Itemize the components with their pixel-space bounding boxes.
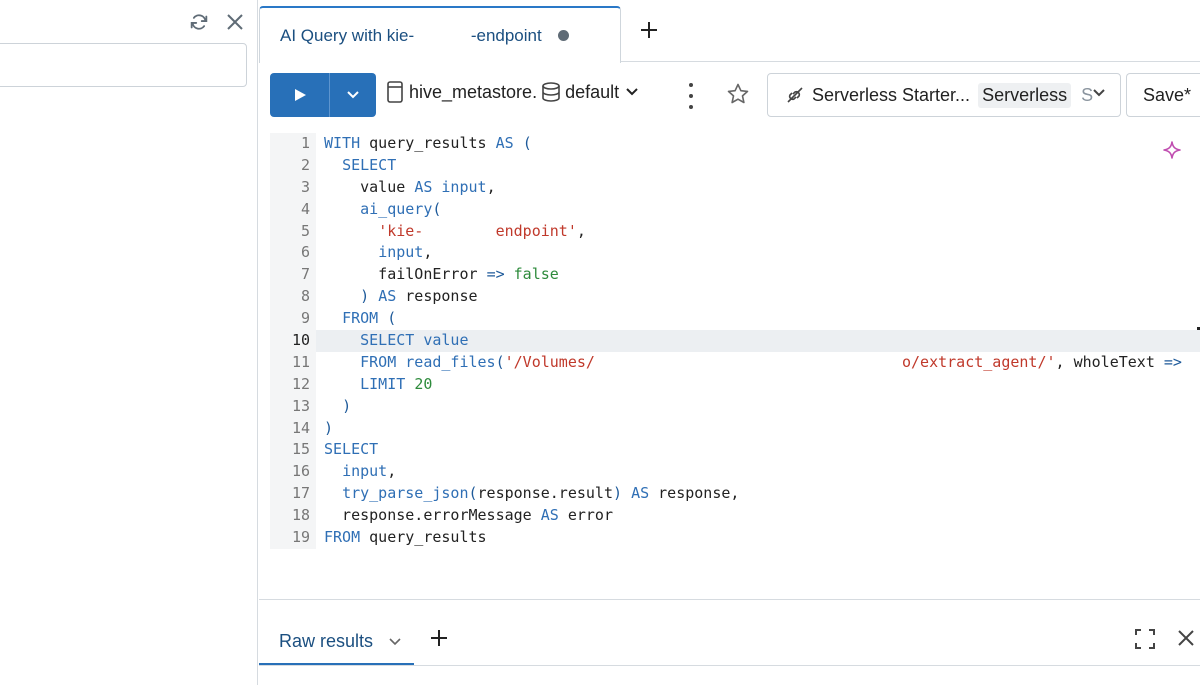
chevron-down-icon [389, 637, 401, 645]
code-line[interactable]: ai_query( [360, 199, 442, 218]
more-options-icon[interactable] [681, 83, 701, 109]
compute-name: Serverless Starter... [812, 84, 971, 105]
catalog-selector[interactable]: hive_metastore. default [387, 81, 639, 103]
code-line[interactable]: SELECT [342, 155, 397, 174]
database-icon [542, 82, 560, 102]
code-line[interactable]: ) [342, 396, 352, 415]
run-button-group [270, 73, 376, 117]
catalog-name: hive_metastore [409, 81, 533, 102]
line-number: 1 [300, 134, 310, 152]
code-line[interactable]: failOnError => false [324, 265, 559, 284]
results-panel: Raw results [259, 599, 1200, 685]
editor-toolbar: hive_metastore. default Serverless Start… [259, 63, 1200, 129]
line-number: 8 [300, 287, 310, 306]
line-number: 14 [291, 418, 310, 437]
compute-type-badge: Serverless [978, 82, 1072, 108]
chevron-down-icon [626, 88, 638, 96]
line-number: 18 [291, 506, 310, 525]
line-number: 9 [300, 309, 310, 328]
unplugged-icon [787, 87, 803, 103]
code-line[interactable]: WITH query_results AS ( [324, 134, 532, 152]
run-options-button[interactable] [330, 73, 376, 117]
catalog-separator: . [532, 81, 538, 102]
close-icon[interactable] [223, 10, 247, 34]
code-line[interactable]: FROM query_results [324, 528, 487, 547]
schema-name: default [565, 81, 620, 102]
code-line[interactable]: input, [378, 243, 433, 262]
code-line[interactable]: FROM read_files('/Volumes/ o/extract_age… [360, 352, 1182, 371]
line-number: 2 [300, 155, 310, 174]
code-line[interactable]: input, [342, 462, 397, 481]
refresh-icon[interactable] [187, 10, 211, 34]
code-line[interactable]: ) [324, 418, 334, 437]
code-line[interactable]: response.errorMessage AS error [324, 506, 613, 525]
code-line[interactable]: try_parse_json(response.result) AS respo… [342, 484, 740, 503]
line-number: 6 [300, 243, 310, 262]
code-line[interactable]: ) AS response [360, 287, 478, 306]
left-panel-actions [187, 10, 247, 34]
tab-query[interactable]: AI Query with kie- -endpoint [259, 6, 621, 63]
line-number: 12 [291, 374, 310, 393]
query-tab-bar: AI Query with kie- -endpoint [259, 0, 1200, 63]
play-icon [294, 89, 306, 101]
line-number: 15 [291, 440, 310, 459]
line-number: 13 [291, 396, 310, 415]
code-line[interactable]: SELECT value [316, 330, 1200, 352]
code-line[interactable]: LIMIT 20 [360, 374, 433, 393]
line-number: 7 [300, 265, 310, 284]
line-number-active: 10 [291, 331, 310, 350]
add-tab-button[interactable] [637, 20, 661, 44]
code-line[interactable]: FROM ( [342, 309, 397, 328]
ai-assistant-sparkle-icon[interactable] [1160, 140, 1184, 169]
code-line[interactable]: value AS input, [324, 177, 496, 196]
star-icon[interactable] [726, 82, 750, 111]
code-line[interactable]: 'kie- endpoint', [378, 221, 586, 240]
unsaved-dot-icon [557, 30, 569, 41]
schema-selector[interactable]: default [541, 82, 639, 103]
line-number: 4 [300, 199, 310, 218]
compute-size-text: S [1081, 84, 1094, 105]
catalog-icon [387, 81, 403, 103]
tab-raw-results[interactable]: Raw results [259, 620, 414, 666]
save-button[interactable]: Save* [1126, 73, 1200, 117]
line-number: 19 [291, 528, 310, 547]
results-tab-label: Raw results [279, 631, 374, 651]
chevron-down-icon [347, 91, 359, 99]
chevron-down-icon [1093, 89, 1105, 97]
left-panel-search-input[interactable] [0, 43, 247, 87]
scroll-marker [1197, 327, 1200, 330]
left-panel [0, 0, 258, 685]
close-results-icon[interactable] [1176, 628, 1196, 653]
line-number: 16 [291, 462, 310, 481]
line-number: 11 [291, 352, 310, 371]
results-divider [259, 665, 1200, 666]
sql-editor[interactable]: 1 2 3 4 5 6 7 8 9 10 11 12 13 14 15 16 1… [270, 133, 1200, 549]
compute-selector[interactable]: Serverless Starter... Serverless S [767, 73, 1121, 117]
code-line[interactable]: SELECT [324, 440, 379, 459]
tab-label: AI Query with kie- -endpoint [280, 25, 542, 45]
expand-icon[interactable] [1134, 628, 1156, 655]
add-result-tab-button[interactable] [429, 626, 449, 652]
code-area[interactable]: WITH query_results AS ( SELECT value AS … [316, 133, 1200, 549]
line-number-gutter: 1 2 3 4 5 6 7 8 9 10 11 12 13 14 15 16 1… [270, 133, 316, 549]
run-button[interactable] [270, 73, 330, 117]
line-number: 3 [300, 177, 310, 196]
line-number: 5 [300, 221, 310, 240]
line-number: 17 [291, 484, 310, 503]
